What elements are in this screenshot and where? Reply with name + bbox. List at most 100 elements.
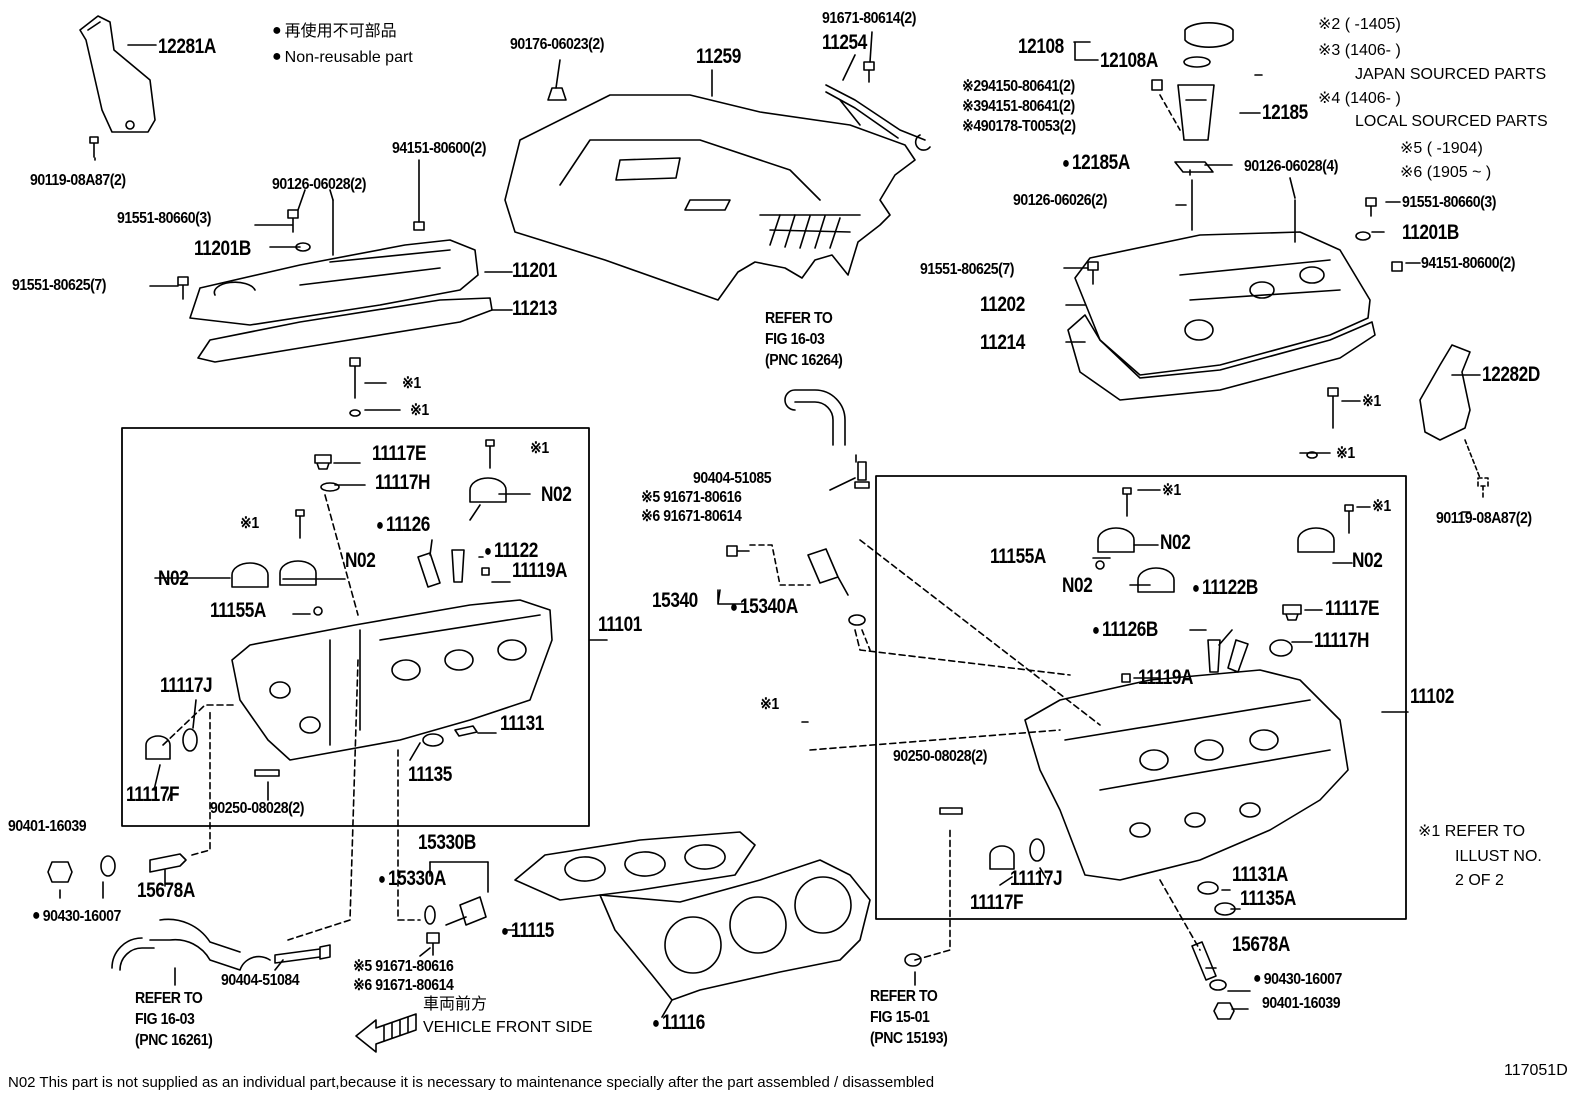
part-label-12108[interactable]: 12108	[1018, 35, 1064, 58]
part-label-11116[interactable]: 11116	[652, 1012, 705, 1035]
part-label-94151-80641[interactable]: ※394151-80641(2)	[962, 98, 1075, 115]
part-label-11135A[interactable]: 11135A	[1240, 887, 1296, 910]
part-label-11254[interactable]: 11254	[822, 31, 867, 54]
part-label-11214[interactable]: 11214	[980, 331, 1025, 354]
refer-15193-line1: REFER TO	[870, 988, 938, 1005]
note-ref-x1-head-l1: ※1	[530, 440, 549, 457]
bolt-91671-bottom	[426, 932, 440, 956]
part-label-11122-left[interactable]: 11122	[484, 540, 538, 563]
part-label-11117J-left[interactable]: 11117J	[160, 674, 213, 697]
part-label-90126-06028-right[interactable]: 90126-06028(4)	[1244, 158, 1339, 175]
part-label-90250-08028-right[interactable]: 90250-08028(2)	[893, 748, 988, 765]
part-label-11259[interactable]: 11259	[696, 45, 741, 68]
part-label-11117E-right[interactable]: 11117E	[1325, 597, 1380, 620]
pin-11155A-l	[313, 606, 323, 616]
part-label-91671-80616-mid[interactable]: ※5 91671-80616	[641, 489, 742, 506]
part-label-11201[interactable]: 11201	[512, 259, 557, 282]
part-label-11101[interactable]: 11101	[598, 613, 642, 636]
gasket-11116-holes	[664, 876, 852, 974]
part-label-90401-16039-left[interactable]: 90401-16039	[8, 818, 87, 835]
plug-11117F-r	[989, 845, 1015, 870]
part-label-91551-80625-left[interactable]: 91551-80625(7)	[12, 277, 107, 294]
part-label-90404-51085[interactable]: 90404-51085	[693, 470, 772, 487]
cylinder-head-11102-shape	[1024, 669, 1349, 881]
part-label-91671-80614-mid[interactable]: ※6 91671-80614	[641, 508, 742, 525]
part-label-15330B[interactable]: 15330B	[418, 831, 476, 854]
part-label-N02-l3[interactable]: N02	[345, 549, 376, 572]
part-label-N02-r1[interactable]: N02	[1160, 531, 1191, 554]
part-label-90250-08028-left[interactable]: 90250-08028(2)	[210, 800, 305, 817]
part-label-15340[interactable]: 15340	[652, 589, 698, 612]
part-label-91551-80660-left[interactable]: 91551-80660(3)	[117, 210, 212, 227]
union-90401-r	[1213, 1002, 1235, 1020]
part-label-11201B-right[interactable]: 11201B	[1402, 221, 1459, 244]
part-label-91671-80614-bottom[interactable]: ※6 91671-80614	[353, 977, 454, 994]
bolt-x1-head-l2	[295, 509, 305, 539]
part-label-11135[interactable]: 11135	[408, 763, 452, 786]
part-label-11119A-right[interactable]: 11119A	[1138, 666, 1194, 689]
part-label-12282D[interactable]: 12282D	[1482, 363, 1540, 386]
part-label-90178-T0053[interactable]: ※490178-T0053(2)	[962, 118, 1076, 135]
part-label-N02-r3[interactable]: N02	[1352, 549, 1383, 572]
grommet-90176	[547, 87, 567, 101]
part-label-94150-80641[interactable]: ※294150-80641(2)	[962, 78, 1075, 95]
part-label-90119-08A87-right[interactable]: 90119-08A87(2)	[1436, 510, 1532, 527]
bracket-11254-shape	[825, 84, 931, 151]
part-label-11117H-right[interactable]: 11117H	[1314, 629, 1370, 652]
part-label-12185[interactable]: 12185	[1262, 101, 1308, 124]
bolt-91551-r	[1365, 197, 1377, 217]
part-label-15340A[interactable]: 15340A	[730, 596, 798, 619]
part-label-90126-06028-left[interactable]: 90126-06028(2)	[272, 176, 367, 193]
part-label-12185A[interactable]: 12185A	[1062, 152, 1130, 175]
part-label-91671-80614-top[interactable]: 91671-80614(2)	[822, 10, 917, 27]
part-label-11117F-right[interactable]: 11117F	[970, 891, 1024, 914]
part-label-12108A[interactable]: 12108A	[1100, 49, 1158, 72]
part-label-11117J-right[interactable]: 11117J	[1010, 867, 1063, 890]
part-label-91671-80616-bottom[interactable]: ※5 91671-80616	[353, 958, 454, 975]
valve-cover-detail-l	[213, 249, 451, 296]
plug-11117E-l	[314, 454, 332, 470]
part-label-94151-80600-left[interactable]: 94151-80600(2)	[392, 140, 487, 157]
cap-N02-r1	[1097, 527, 1135, 553]
part-label-90119-08A87-left[interactable]: 90119-08A87(2)	[30, 172, 126, 189]
part-label-11122B[interactable]: 11122B	[1192, 577, 1258, 600]
part-label-90176-06023[interactable]: 90176-06023(2)	[510, 36, 605, 53]
part-label-91551-80625-right[interactable]: 91551-80625(7)	[920, 261, 1015, 278]
note-1-line2: ILLUST NO.	[1455, 848, 1542, 865]
part-label-11102[interactable]: 11102	[1410, 685, 1454, 708]
part-label-90401-16039-right[interactable]: 90401-16039	[1262, 995, 1341, 1012]
part-label-11202[interactable]: 11202	[980, 293, 1025, 316]
part-label-11117H-left[interactable]: 11117H	[375, 471, 431, 494]
refer-16264-line2: FIG 16-03	[765, 331, 825, 348]
part-label-91551-80660-right[interactable]: 91551-80660(3)	[1402, 194, 1497, 211]
part-label-90404-51084[interactable]: 90404-51084	[221, 972, 300, 989]
part-label-11126B[interactable]: 11126B	[1092, 619, 1158, 642]
part-label-15678A-right[interactable]: 15678A	[1232, 933, 1290, 956]
part-label-15678A-left[interactable]: 15678A	[137, 879, 195, 902]
part-label-11117F-left[interactable]: 11117F	[126, 783, 180, 806]
part-label-94151-80600-right[interactable]: 94151-80600(2)	[1421, 255, 1516, 272]
part-label-11155A-right[interactable]: 11155A	[990, 545, 1046, 568]
part-label-90126-06026[interactable]: 90126-06026(2)	[1013, 192, 1108, 209]
part-label-11131A[interactable]: 11131A	[1232, 863, 1288, 886]
part-label-11115[interactable]: 11115	[501, 920, 554, 943]
part-label-11117E-left[interactable]: 11117E	[372, 442, 427, 465]
part-label-N02-r2[interactable]: N02	[1062, 574, 1093, 597]
part-label-N02-l2[interactable]: N02	[158, 567, 189, 590]
part-label-11155A-left[interactable]: 11155A	[210, 599, 266, 622]
part-label-N02-l1[interactable]: N02	[541, 483, 572, 506]
sleeve-11126-l	[417, 552, 441, 588]
part-label-11213[interactable]: 11213	[512, 297, 557, 320]
part-label-11119A-left[interactable]: 11119A	[512, 559, 568, 582]
part-label-15330A[interactable]: 15330A	[378, 868, 446, 891]
part-label-11126-left[interactable]: 11126	[376, 514, 430, 537]
part-label-90430-16007-left[interactable]: 90430-16007	[32, 907, 122, 926]
part-label-11131[interactable]: 11131	[500, 712, 544, 735]
part-label-11201B-left[interactable]: 11201B	[194, 237, 251, 260]
bolt-15678A-r	[1191, 941, 1217, 981]
cap-N02-r3	[1297, 527, 1335, 553]
bolt-91551-80625-r	[1087, 261, 1099, 285]
part-label-90430-16007-right[interactable]: 90430-16007	[1253, 970, 1343, 989]
part-label-12281A[interactable]: 12281A	[158, 35, 216, 58]
